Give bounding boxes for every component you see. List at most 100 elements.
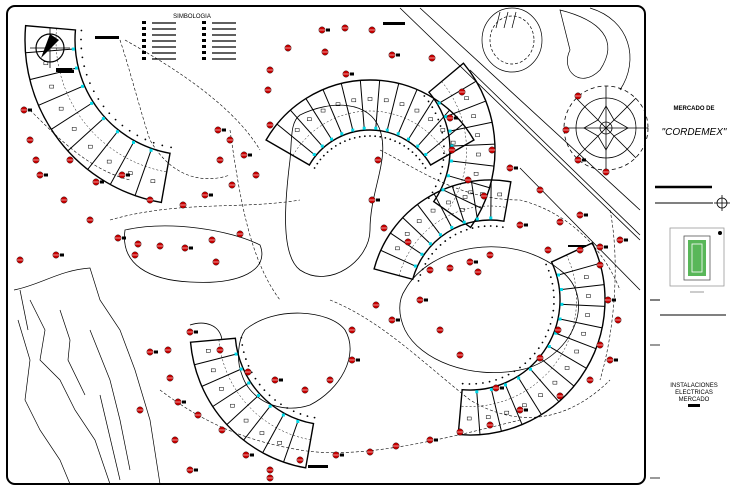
conduit-marker	[234, 352, 238, 356]
stall-fixture	[71, 127, 77, 131]
stall-fixture	[564, 366, 570, 370]
electrical-symbol-icon	[604, 296, 616, 304]
fixture-dot	[80, 29, 83, 32]
electrical-symbol-icon	[486, 251, 494, 259]
stall-fixture	[43, 61, 49, 66]
fixture-dot	[551, 282, 554, 285]
stall-fixture	[475, 133, 480, 137]
stall-partition	[504, 382, 523, 425]
legend-symbol	[142, 45, 146, 48]
location-key-plan	[669, 227, 725, 293]
electrical-symbol-icon	[179, 201, 187, 209]
conduit-marker	[503, 383, 507, 387]
sheet-border	[6, 5, 646, 485]
fixture-dot	[551, 316, 554, 319]
fixture-dot	[449, 236, 452, 239]
fixture-dot	[313, 167, 316, 169]
stall-partition	[359, 80, 365, 131]
stall-partition	[470, 181, 479, 222]
fixture-dot	[379, 135, 382, 138]
fixture-dot	[322, 154, 325, 157]
stall-partition	[29, 67, 79, 81]
stall-fixture	[586, 294, 591, 298]
stall-partition	[87, 129, 120, 170]
electrical-symbol-icon	[428, 54, 436, 62]
fixture-dot	[477, 225, 480, 228]
stall-partition	[38, 85, 85, 106]
legend-symbol	[142, 33, 146, 36]
electrical-symbol-icon	[616, 236, 628, 244]
stall-fixture	[259, 431, 265, 435]
title-block: MERCADO DE "CORDEMEX" INSTALACIONES ELEC…	[650, 106, 730, 479]
fixture-dot	[424, 263, 427, 265]
electrical-symbol-icon	[264, 86, 272, 94]
stall-fixture	[416, 219, 422, 223]
stall-partition	[547, 345, 587, 369]
electrical-symbol-icon	[92, 178, 104, 186]
fixture-dot	[482, 382, 484, 384]
stall-fixture	[399, 102, 405, 106]
fixture-dot	[424, 167, 427, 169]
fixture-dot	[529, 357, 532, 360]
project-title-line1: MERCADO DE	[673, 106, 714, 112]
conduit-marker	[529, 367, 533, 371]
fixture-dot	[431, 191, 434, 194]
fixture-dot	[363, 135, 366, 138]
fixture-dot	[552, 289, 555, 292]
fixture-dot	[274, 399, 276, 401]
fixture-dot	[461, 382, 464, 385]
electrical-symbol-icon	[216, 156, 224, 164]
stall-fixture	[440, 128, 446, 132]
electrical-symbol-icon	[544, 246, 552, 254]
fixture-dot	[403, 145, 406, 147]
electrical-symbol-icon	[448, 146, 456, 154]
fixture-dot	[292, 410, 295, 413]
sheet-title-line2: ELECTRICAS	[675, 390, 713, 396]
conduit-marker	[547, 345, 551, 349]
electrical-symbol-icon	[574, 92, 582, 100]
electrical-symbol-icon	[242, 451, 254, 459]
green-areas	[124, 104, 579, 409]
electrical-symbol-icon	[506, 164, 518, 172]
conduit-marker	[71, 47, 75, 51]
fixture-dot	[441, 131, 444, 134]
stall-partition	[433, 193, 454, 230]
electrical-symbol-icon	[341, 24, 349, 32]
electrical-symbol-icon	[171, 436, 179, 444]
stall-partition	[375, 80, 381, 131]
conduit-marker	[281, 413, 285, 417]
stall-fixture	[552, 380, 558, 385]
fixture-dot	[339, 142, 342, 145]
fixture-dot	[434, 112, 437, 115]
conduit-marker	[101, 117, 105, 121]
legend-symbol	[202, 33, 206, 36]
electrical-symbol-icon	[576, 211, 588, 219]
fixture-dot	[313, 416, 316, 419]
electrical-symbol-icon	[156, 242, 164, 250]
electrical-symbol-icon	[348, 356, 360, 364]
stall-fixture	[581, 331, 586, 336]
stall-partition	[443, 100, 487, 118]
fixture-dot	[299, 413, 302, 415]
electrical-symbol-icon	[321, 48, 329, 56]
stall-partition	[201, 367, 244, 387]
stall-fixture	[450, 140, 456, 145]
conduit-marker	[239, 367, 243, 371]
conduit-marker	[428, 242, 432, 246]
fixture-dot	[136, 134, 139, 137]
fixture-dot	[427, 257, 430, 260]
stall-partition	[437, 80, 477, 105]
stall-fixture	[476, 152, 481, 157]
fixture-dot	[553, 303, 555, 305]
stall-partition	[276, 123, 317, 157]
conduit-marker	[446, 174, 450, 178]
stall-partition	[51, 101, 94, 130]
electrical-symbol-icon	[166, 374, 174, 382]
stall-fixture	[471, 114, 476, 118]
electrical-symbol-icon	[492, 384, 504, 392]
stall-fixture	[584, 275, 589, 279]
electrical-symbol-icon	[118, 171, 130, 179]
stall-fixture	[335, 102, 341, 106]
conduit-marker	[438, 233, 442, 237]
fixture-dot	[431, 252, 434, 255]
